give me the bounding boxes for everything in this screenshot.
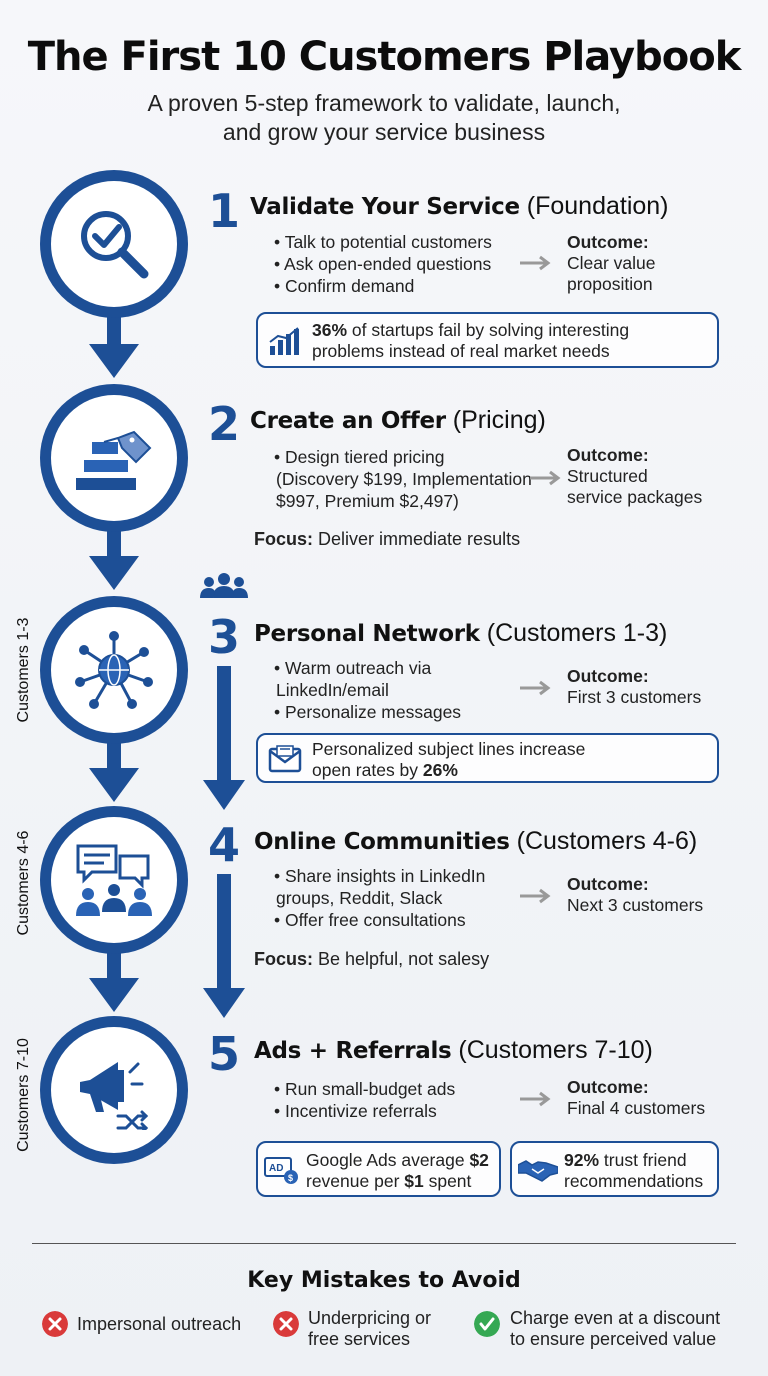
step-3-icon-circle	[40, 596, 188, 744]
step-4-bullets: Share insights in LinkedIn groups, Reddi…	[274, 865, 485, 931]
list-item: Personalize messages	[274, 701, 461, 723]
step-4-icon-circle	[40, 806, 188, 954]
megaphone-shuffle-icon	[80, 1062, 149, 1130]
magnifier-check-icon	[81, 211, 149, 279]
long-connector-4	[217, 874, 231, 992]
arrow-right-icon	[530, 470, 561, 486]
long-arrow-3	[203, 780, 245, 810]
mistakes-title: Key Mistakes to Avoid	[247, 1268, 521, 1293]
side-label-4: Customers 4-6	[15, 830, 32, 936]
divider	[32, 1243, 736, 1244]
step-3-bullets: Warm outreach via LinkedIn/email Persona…	[274, 657, 461, 723]
step-4-title: Online Communities (Customers 4-6)	[254, 827, 698, 855]
svg-text:$: $	[288, 1173, 293, 1183]
people-group-icon	[200, 573, 248, 598]
step-1-callout: 36% of startups fail by solving interest…	[256, 312, 719, 368]
step-5-number: 5	[207, 1027, 240, 1081]
step-2-icon-circle	[40, 384, 188, 532]
arrow-right-icon	[520, 1091, 551, 1107]
step-4-outcome: Outcome: Next 3 customers	[567, 874, 704, 915]
step-1-outcome: Outcome: Clear value proposition	[567, 232, 656, 294]
svg-text:AD: AD	[269, 1163, 283, 1174]
connector-1	[107, 310, 121, 350]
arrow-right-icon	[520, 255, 551, 271]
step-1-bullets: Talk to potential customers Ask open-end…	[274, 231, 492, 297]
subtitle-line-1: A proven 5-step framework to validate, l…	[147, 90, 621, 116]
step-2-bullets: Design tiered pricing (Discovery $199, I…	[274, 446, 532, 512]
step-2-title: Create an Offer (Pricing)	[250, 406, 546, 434]
step-2-focus: Focus: Deliver immediate results	[254, 529, 521, 549]
step-3-outcome: Outcome: First 3 customers	[567, 666, 702, 707]
ad-coin-icon: AD $	[264, 1157, 298, 1184]
x-icon	[42, 1311, 68, 1337]
check-icon	[474, 1311, 500, 1337]
step-4-focus: Focus: Be helpful, not salesy	[254, 949, 490, 969]
long-connector-3	[217, 666, 231, 784]
list-item: Ask open-ended questions	[274, 253, 492, 275]
step-1-icon-circle	[40, 170, 188, 318]
list-item: Talk to potential customers	[274, 231, 492, 253]
side-label-3: Customers 1-3	[15, 617, 32, 723]
subtitle-line-2: and grow your service business	[222, 119, 546, 145]
long-arrow-4	[203, 988, 245, 1018]
step-4-number: 4	[207, 818, 240, 872]
side-label-5: Customers 7-10	[15, 1038, 32, 1152]
step-5-title: Ads + Referrals (Customers 7-10)	[254, 1036, 653, 1064]
step-2-outcome: Outcome: Structured service packages	[567, 445, 703, 507]
step-3-number: 3	[207, 610, 240, 664]
list-item: Incentivize referrals	[274, 1100, 455, 1122]
step-5-icon-circle	[40, 1016, 188, 1164]
x-icon	[273, 1311, 299, 1337]
handshake-icon	[518, 1160, 558, 1182]
down-arrow-2	[89, 556, 139, 590]
mistake-item-3	[474, 1311, 500, 1342]
step-1-number: 1	[207, 184, 240, 238]
list-item: Share insights in LinkedIn	[274, 865, 485, 887]
arrow-right-icon	[520, 888, 551, 904]
pricing-tag-icon	[76, 430, 152, 490]
list-item: Warm outreach via	[274, 657, 461, 679]
list-item: Offer free consultations	[274, 909, 485, 931]
list-item: Design tiered pricing	[274, 446, 532, 468]
chart-icon	[269, 327, 299, 355]
step-5-bullets: Run small-budget ads Incentivize referra…	[274, 1078, 455, 1122]
connector-3	[107, 735, 121, 775]
network-globe-icon	[75, 631, 153, 709]
connector-4	[107, 945, 121, 985]
step-1-title: Validate Your Service (Foundation)	[250, 192, 669, 220]
step-3-title: Personal Network (Customers 1-3)	[254, 619, 668, 647]
list-item: Confirm demand	[274, 275, 492, 297]
step-5-outcome: Outcome: Final 4 customers	[567, 1077, 706, 1118]
mistake-text-1: Impersonal outreach	[77, 1314, 242, 1334]
arrow-right-icon	[520, 680, 551, 696]
down-arrow-4	[89, 978, 139, 1012]
down-arrow-1	[89, 344, 139, 378]
connector-2	[107, 522, 121, 562]
envelope-icon	[268, 745, 302, 773]
down-arrow-3	[89, 768, 139, 802]
step-2-number: 2	[207, 397, 240, 451]
chat-community-icon	[76, 844, 152, 916]
list-item: Run small-budget ads	[274, 1078, 455, 1100]
mistake-item-1	[42, 1311, 68, 1342]
page-title: The First 10 Customers Playbook	[27, 34, 742, 80]
mistake-item-2	[273, 1311, 299, 1342]
